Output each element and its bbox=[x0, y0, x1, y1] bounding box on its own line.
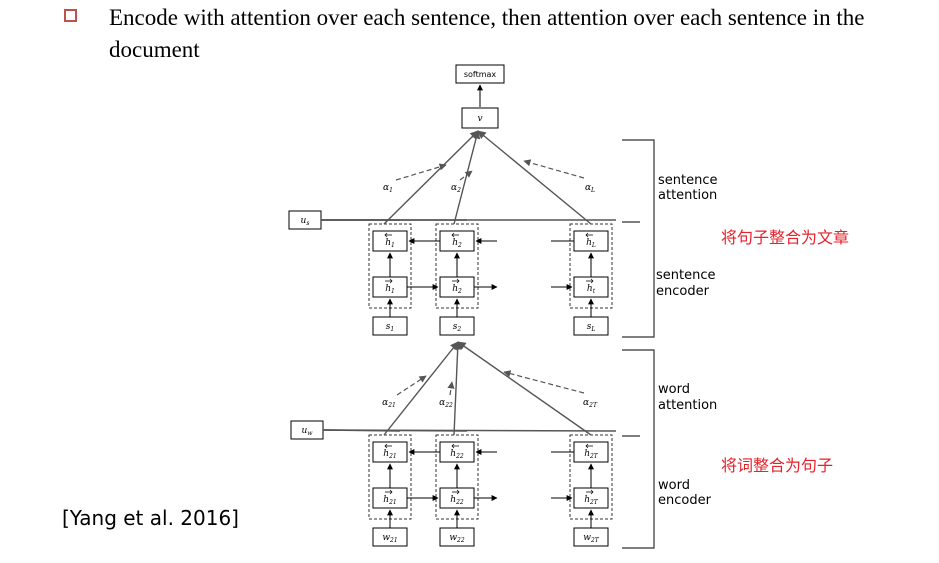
bullet-square-icon bbox=[64, 9, 77, 22]
document-vector-label: v bbox=[477, 114, 482, 124]
sentence-encoder-label-2: encoder bbox=[656, 284, 710, 299]
sentence-attention-label-1: sentence bbox=[658, 173, 718, 188]
sentence-attention-weight: αL bbox=[585, 183, 595, 194]
word-encoder-label-2: encoder bbox=[658, 493, 712, 508]
word-forward-hidden-label: h22 bbox=[450, 495, 464, 506]
word-input-label: w2T bbox=[583, 533, 600, 544]
sentence-attention-weight: α2 bbox=[451, 183, 461, 194]
word-attention-weight: α2T bbox=[583, 398, 598, 409]
sentence-backward-hidden-box bbox=[372, 230, 408, 252]
word-input-label: w21 bbox=[382, 533, 397, 544]
bullet-text: Encode with attention over each sentence… bbox=[109, 5, 865, 62]
sentence-forward-hidden-label: h1 bbox=[385, 284, 395, 295]
sentence-level: h1 h1 s1 h2 h2 s2 hL ht sL us α1 α2 αL bbox=[288, 130, 616, 336]
word-bracket bbox=[622, 349, 655, 549]
document-vector-box bbox=[461, 107, 499, 129]
word-backward-hidden-label: h21 bbox=[383, 449, 396, 460]
sentence-backward-hidden-label: h2 bbox=[452, 238, 462, 249]
word-forward-hidden-label: h2T bbox=[584, 495, 599, 506]
word-encoder-label-1: word bbox=[658, 478, 690, 493]
sentence-attention-label-2: attention bbox=[658, 188, 717, 203]
sentence-input-label: s2 bbox=[453, 322, 462, 333]
citation: [Yang et al. 2016] bbox=[62, 506, 239, 530]
softmax-box bbox=[455, 64, 505, 84]
note-sentence-to-document: 将句子整合为文章 bbox=[721, 228, 850, 247]
sentence-bracket bbox=[622, 139, 655, 338]
word-level: h21 h21 w21 h22 h22 w22 h2T h2T w2T uw α21 α22 α2T bbox=[290, 341, 617, 547]
softmax-label: softmax bbox=[464, 70, 497, 79]
word-backward-hidden-box bbox=[372, 441, 408, 463]
word-forward-hidden-label: h21 bbox=[383, 495, 396, 506]
word-attention-label-1: word bbox=[658, 382, 690, 397]
word-backward-hidden-label: h22 bbox=[450, 449, 464, 460]
sentence-context-vector-label: us bbox=[301, 216, 310, 227]
word-attention-label-2: attention bbox=[658, 398, 717, 413]
sentence-attention-weight: α1 bbox=[383, 183, 393, 194]
word-attention-weight: α22 bbox=[439, 398, 453, 409]
sentence-backward-hidden-label: hL bbox=[586, 238, 596, 249]
word-backward-hidden-label: h2T bbox=[584, 449, 599, 460]
sentence-forward-hidden-label: ht bbox=[587, 284, 596, 295]
sentence-encoder-label-1: sentence bbox=[656, 268, 716, 283]
sentence-forward-hidden-label: h2 bbox=[452, 284, 462, 295]
sentence-input-label: sL bbox=[587, 322, 596, 333]
sentence-input-label: s1 bbox=[386, 322, 394, 333]
word-attention-weight: α21 bbox=[382, 398, 396, 409]
word-input-label: w22 bbox=[449, 533, 465, 544]
note-words-to-sentence: 将词整合为句子 bbox=[721, 456, 834, 475]
sentence-backward-hidden-label: h1 bbox=[385, 238, 395, 249]
word-context-vector-label: uw bbox=[302, 426, 314, 437]
